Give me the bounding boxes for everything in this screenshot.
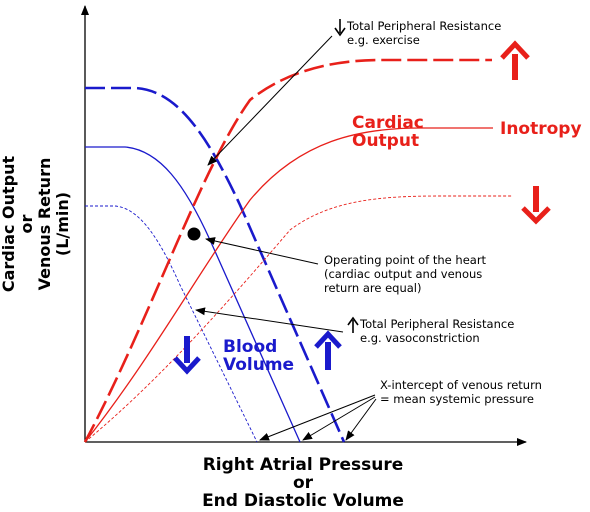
blood-volume-up-arrow-icon xyxy=(314,330,342,370)
tpr-exercise-text-line-2: e.g. exercise xyxy=(347,33,420,47)
cardiac-output-curve-increased xyxy=(83,58,492,443)
tpr-exercise-pointer xyxy=(207,35,333,166)
small-up-arrow-icon xyxy=(347,316,359,333)
small-down-arrow-icon xyxy=(334,19,346,37)
operating-point-annotation: Operating point of the heart (cardiac ou… xyxy=(205,237,487,295)
tpr-vasoconstriction-annotation: Total Peripheral Resistance e.g. vasocon… xyxy=(195,307,514,345)
y-axis-label-line-4: (L/min) xyxy=(53,192,72,256)
operating-point-text-line-1: Operating point of the heart xyxy=(324,253,487,267)
blood-volume-down-arrow-icon xyxy=(173,336,201,375)
x-axis-label-line-2: or xyxy=(293,473,314,493)
operating-point-pointer xyxy=(205,237,319,265)
y-axis-label-line-1: Cardiac Output xyxy=(0,155,18,292)
operating-point-text-line-2: (cardiac output and venous xyxy=(324,267,482,281)
y-axis-label: Cardiac Output or Venous Return (L/min) xyxy=(0,155,72,292)
x-intercept-text-line-1: X-intercept of venous return xyxy=(380,378,542,392)
x-axis-label-line-1: Right Atrial Pressure xyxy=(203,455,404,475)
venous-return-curve-increased xyxy=(85,86,346,443)
x-intercept-annotation: X-intercept of venous return = mean syst… xyxy=(259,378,542,441)
x-axis-label-line-3: End Diastolic Volume xyxy=(202,491,404,511)
y-axis-label-line-2: or xyxy=(17,214,36,233)
cardiac-output-label-line-2: Output xyxy=(352,131,419,151)
y-axis-label-line-3: Venous Return xyxy=(35,158,54,291)
x-axis-label: Right Atrial Pressure or End Diastolic V… xyxy=(202,455,404,511)
tpr-vasoconstriction-text-line-1: Total Peripheral Resistance xyxy=(359,317,514,331)
inotropy-down-arrow-icon xyxy=(521,186,551,225)
cardiac-output-label-line-1: Cardiac xyxy=(352,113,424,133)
cardiac-output-curve-normal xyxy=(84,127,493,443)
tpr-vasoconstriction-pointer xyxy=(195,307,344,333)
x-intercept-text-line-2: = mean systemic pressure xyxy=(380,392,534,406)
x-intercept-pointer-3 xyxy=(345,398,377,441)
x-intercept-pointer-2 xyxy=(302,396,376,441)
inotropy-label: Inotropy xyxy=(500,119,582,139)
blood-volume-label-line-2: Volume xyxy=(223,355,294,375)
tpr-exercise-text-line-1: Total Peripheral Resistance xyxy=(346,19,501,33)
venous-return-curve-decreased xyxy=(85,205,258,443)
cardiac-output-curve-decreased xyxy=(84,195,512,443)
x-intercept-pointer-1 xyxy=(259,394,376,441)
operating-point-marker xyxy=(187,227,201,241)
tpr-vasoconstriction-text-line-2: e.g. vasoconstriction xyxy=(360,331,480,345)
tpr-exercise-annotation: Total Peripheral Resistance e.g. exercis… xyxy=(207,19,501,166)
blood-volume-label-line-1: Blood xyxy=(223,337,277,357)
operating-point-text-line-3: return are equal) xyxy=(324,281,421,295)
venous-return-curve-normal xyxy=(85,146,301,443)
inotropy-up-arrow-icon xyxy=(500,40,530,80)
